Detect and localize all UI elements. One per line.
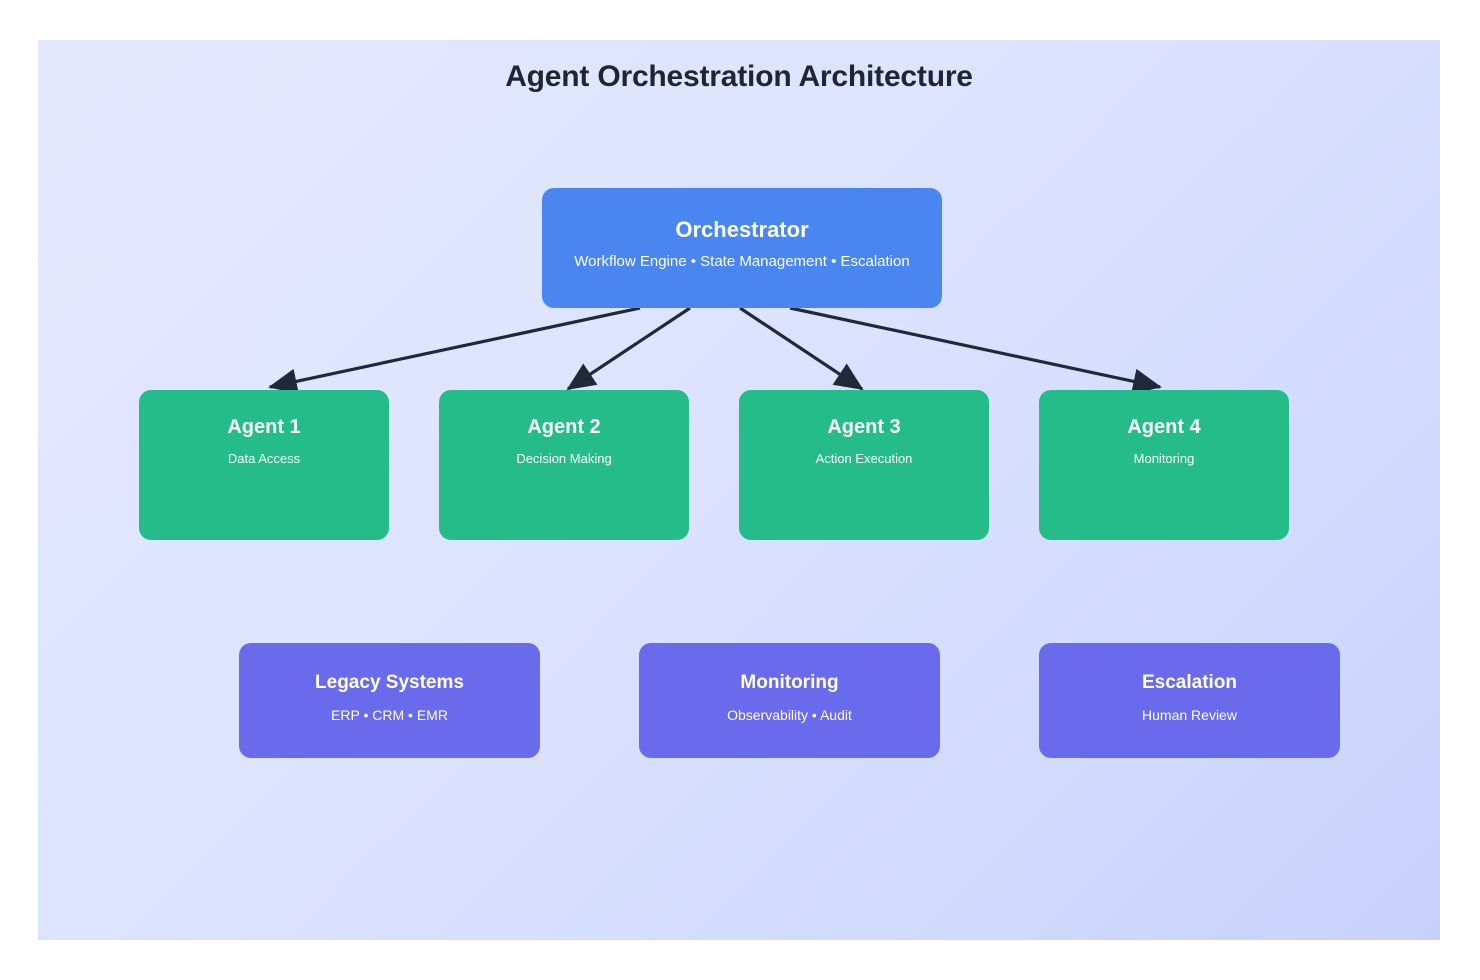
- node-orchestrator-subtitle: Workflow Engine • State Management • Esc…: [574, 253, 910, 270]
- connector-orchestrator-agent-4: [789, 306, 1162, 394]
- node-agent-2[interactable]: Agent 2 Decision Making: [439, 390, 689, 540]
- node-agent-4[interactable]: Agent 4 Monitoring: [1039, 390, 1289, 540]
- connector-orchestrator-agent-3: [739, 306, 864, 391]
- node-agent-2-subtitle: Decision Making: [516, 451, 612, 466]
- node-agent-2-title: Agent 2: [527, 416, 601, 438]
- node-monitoring-subtitle: Observability • Audit: [727, 707, 852, 723]
- node-legacy-systems[interactable]: Legacy Systems ERP • CRM • EMR: [239, 643, 540, 758]
- node-escalation-title: Escalation: [1141, 672, 1238, 693]
- node-escalation-subtitle: Human Review: [1142, 707, 1237, 723]
- diagram-canvas: Agent Orchestration Architecture Orchest…: [38, 40, 1440, 940]
- node-agent-4-title: Agent 4: [1127, 416, 1201, 438]
- node-monitoring-title: Monitoring: [740, 672, 839, 693]
- node-agent-1[interactable]: Agent 1 Data Access: [139, 390, 389, 540]
- connector-orchestrator-agent-2: [566, 306, 691, 391]
- node-legacy-systems-title: Legacy Systems: [315, 672, 464, 693]
- connector-orchestrator-agent-1: [268, 306, 641, 394]
- page-title: Agent Orchestration Architecture: [505, 60, 973, 93]
- node-agent-3-subtitle: Action Execution: [815, 451, 913, 466]
- node-agent-4-subtitle: Monitoring: [1133, 451, 1195, 466]
- node-orchestrator[interactable]: Orchestrator Workflow Engine • State Man…: [542, 188, 942, 308]
- node-escalation[interactable]: Escalation Human Review: [1039, 643, 1340, 758]
- node-agent-1-subtitle: Data Access: [227, 451, 301, 466]
- node-agent-3-title: Agent 3: [827, 416, 901, 438]
- node-agent-3[interactable]: Agent 3 Action Execution: [739, 390, 989, 540]
- node-agent-1-title: Agent 1: [227, 416, 301, 438]
- node-orchestrator-title: Orchestrator: [675, 217, 809, 242]
- node-monitoring[interactable]: Monitoring Observability • Audit: [639, 643, 940, 758]
- node-legacy-systems-subtitle: ERP • CRM • EMR: [331, 707, 448, 723]
